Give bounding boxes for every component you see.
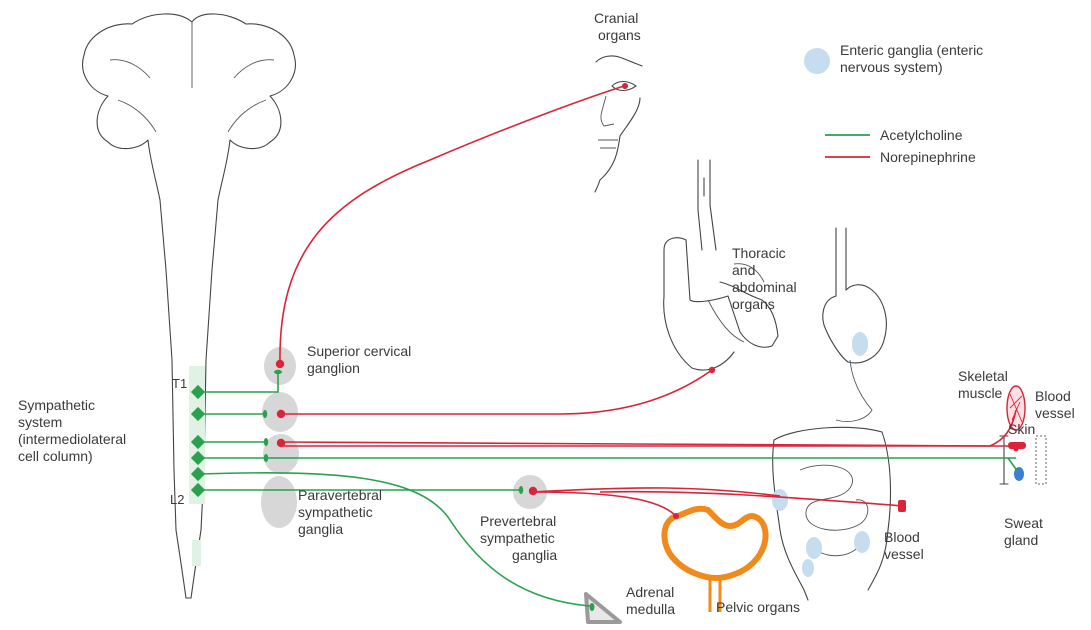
face-drawing [595, 56, 642, 192]
legend-acetylcholine-label: Acetylcholine [880, 127, 963, 143]
pelvic-organs-drawing [664, 509, 765, 612]
ne-fiber-prevertebral-3 [600, 492, 904, 506]
synapse-pv3 [264, 454, 268, 462]
ne-terminal-gut [673, 513, 679, 519]
brain-fold-left [110, 60, 156, 132]
label-cranial-1: Cranial [594, 10, 638, 26]
label-prevertebral-1: Prevertebral [480, 513, 556, 529]
label-blood-vessel-lower-2: vessel [884, 546, 924, 562]
label-sweat-gland-1: Sweat [1004, 515, 1043, 531]
synapse-pv2 [264, 438, 268, 446]
label-paravertebral-3: ganglia [298, 521, 343, 537]
enteric-ganglion-pelvic [802, 559, 814, 577]
label-adrenal-1: Adrenal [626, 584, 674, 600]
ne-soma-scg [276, 360, 284, 368]
label-paravertebral-1: Paravertebral [298, 487, 382, 503]
legend-enteric-line1: Enteric ganglia (enteric [840, 42, 983, 58]
legend: Enteric ganglia (enteric nervous system)… [804, 42, 983, 165]
label-prevertebral-2: sympathetic [480, 530, 555, 546]
synapse-adrenal [590, 603, 595, 611]
labels: Cranial organs Thoracic and abdominal or… [18, 10, 1075, 617]
ne-fiber-heart [281, 370, 712, 414]
esophagus [836, 228, 846, 296]
ne-fiber-cranial [280, 86, 624, 364]
ne-soma-pv2 [277, 439, 285, 447]
ne-terminal-heart [709, 367, 715, 373]
label-paravertebral-2: sympathetic [298, 504, 373, 520]
label-sympathetic-1: Sympathetic [18, 397, 95, 413]
label-scg-2: ganglion [307, 360, 360, 376]
paravertebral-ganglion-3 [261, 476, 297, 528]
label-skeletal-muscle-2: muscle [958, 385, 1003, 401]
synapse-pv1 [263, 410, 267, 418]
synapse-prevertebral [519, 486, 523, 494]
heart-vessels [698, 160, 716, 250]
ach-fiber-sweat [1008, 458, 1018, 472]
label-l2: L2 [170, 492, 184, 507]
enteric-ganglion-lower [854, 531, 870, 553]
ne-terminal-skin [1014, 447, 1019, 452]
enteric-ganglion-colon [772, 489, 788, 511]
label-blood-vessel-lower-1: Blood [884, 529, 920, 545]
face-outline [595, 56, 642, 192]
label-skin: Skin [1008, 421, 1035, 437]
enteric-ganglia [772, 332, 870, 577]
legend-enteric-line2: nervous system) [840, 59, 943, 75]
legend-norepinephrine-label: Norepinephrine [880, 149, 976, 165]
label-thoracic-4: organs [732, 296, 775, 312]
skin-dermis [1036, 436, 1046, 484]
colon [773, 427, 891, 600]
label-pelvic: Pelvic organs [716, 599, 800, 615]
ne-terminal-eye [622, 83, 628, 89]
label-sweat-gland-2: gland [1004, 532, 1038, 548]
label-thoracic-3: abdominal [732, 279, 797, 295]
label-sympathetic-4: cell column) [18, 448, 93, 464]
paravertebral-ganglia [261, 347, 299, 528]
label-thoracic-2: and [732, 262, 755, 278]
label-skeletal-muscle-1: Skeletal [958, 368, 1008, 384]
label-t1: T1 [172, 376, 187, 391]
sacral-segment [192, 540, 201, 566]
skin-layer [1000, 436, 1008, 484]
mouth [598, 140, 618, 148]
label-prevertebral-3: ganglia [512, 547, 557, 563]
label-adrenal-2: medulla [626, 601, 675, 617]
synapse-scg [274, 370, 282, 374]
label-blood-vessel-upper-2: vessel [1035, 405, 1075, 421]
enteric-ganglion-small-intestine [806, 537, 822, 559]
duodenum [836, 360, 872, 422]
ne-fiber-muscle [281, 410, 1016, 446]
legend-enteric-swatch [804, 48, 830, 74]
label-cranial-2: organs [598, 27, 641, 43]
label-sympathetic-2: system [18, 414, 62, 430]
ne-soma-prevertebral [529, 487, 537, 495]
ne-terminal-blood-vessel [898, 500, 906, 512]
label-thoracic-1: Thoracic [732, 245, 786, 261]
brain-fold-right [228, 60, 274, 132]
heart-drawing [664, 160, 778, 370]
nose [601, 96, 614, 126]
ne-soma-pv1 [277, 410, 285, 418]
enteric-ganglion-stomach [852, 332, 868, 356]
label-scg-1: Superior cervical [307, 343, 411, 359]
bladder [664, 509, 765, 578]
label-blood-vessel-upper-1: Blood [1035, 388, 1071, 404]
label-sympathetic-3: (intermediolateral [18, 431, 126, 447]
